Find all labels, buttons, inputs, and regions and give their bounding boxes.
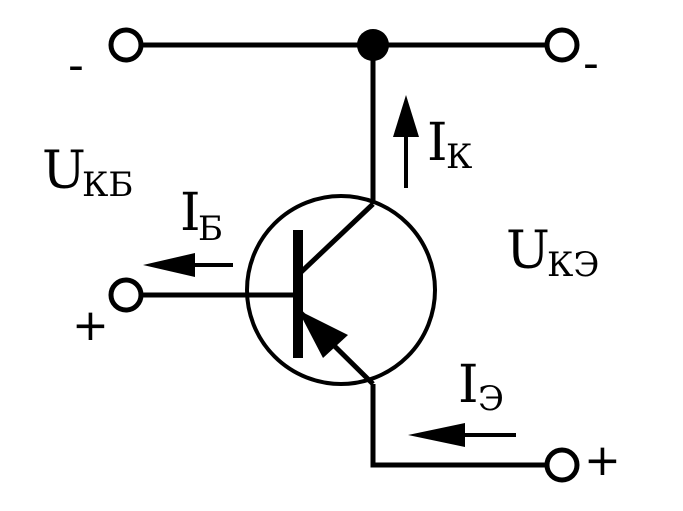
emitter-arrow (298, 310, 348, 358)
base-current-arrow-icon (143, 253, 195, 277)
current-ik-subscript: К (446, 137, 472, 177)
emitter-wire (370, 384, 546, 468)
current-ib-label: I (180, 183, 201, 243)
current-ie-subscript: Э (478, 379, 504, 419)
emitter-current-arrow-icon (408, 423, 465, 447)
voltage-ukb-label: U (42, 141, 86, 201)
polarity-top-right: - (583, 38, 599, 89)
voltage-ukb-subscript: КБ (82, 165, 133, 205)
current-ik-label: I (427, 113, 448, 173)
polarity-emitter: + (584, 435, 621, 486)
terminal-top-right (544, 27, 580, 63)
voltage-uke-subscript: КЭ (547, 245, 599, 285)
collector-current-arrow-icon (393, 95, 419, 137)
current-ie-label: I (458, 355, 479, 415)
collector-lead (296, 202, 375, 277)
transistor-body (245, 194, 437, 386)
current-ib-subscript: Б (198, 209, 223, 249)
terminal-emitter (544, 447, 580, 483)
terminal-top-left (108, 27, 144, 63)
polarity-top-left: - (68, 40, 84, 91)
polarity-base: + (72, 300, 109, 351)
voltage-uke-label: U (506, 221, 550, 281)
terminal-base (108, 277, 144, 313)
